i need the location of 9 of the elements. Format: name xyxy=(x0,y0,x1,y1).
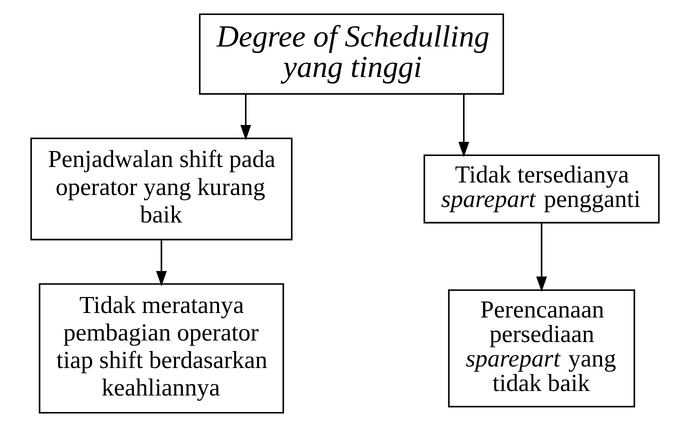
arrow xyxy=(156,240,166,286)
node-box: Tidak meratanya pembagian operator tiap shift berdasarkan keahliannya xyxy=(38,283,284,414)
node-box: Penjadwalan shift pada operator yang kurang baik xyxy=(30,138,292,240)
arrow xyxy=(458,94,469,158)
node-box: Degree of Schedulling yang tinggi xyxy=(198,13,504,95)
arrow xyxy=(536,222,546,292)
arrow xyxy=(240,94,251,140)
node-box: Perencanaan persediaan sparepart yang tidak baik xyxy=(448,289,635,408)
node-box: Tidak tersedianya sparepart pengganti xyxy=(423,154,660,224)
